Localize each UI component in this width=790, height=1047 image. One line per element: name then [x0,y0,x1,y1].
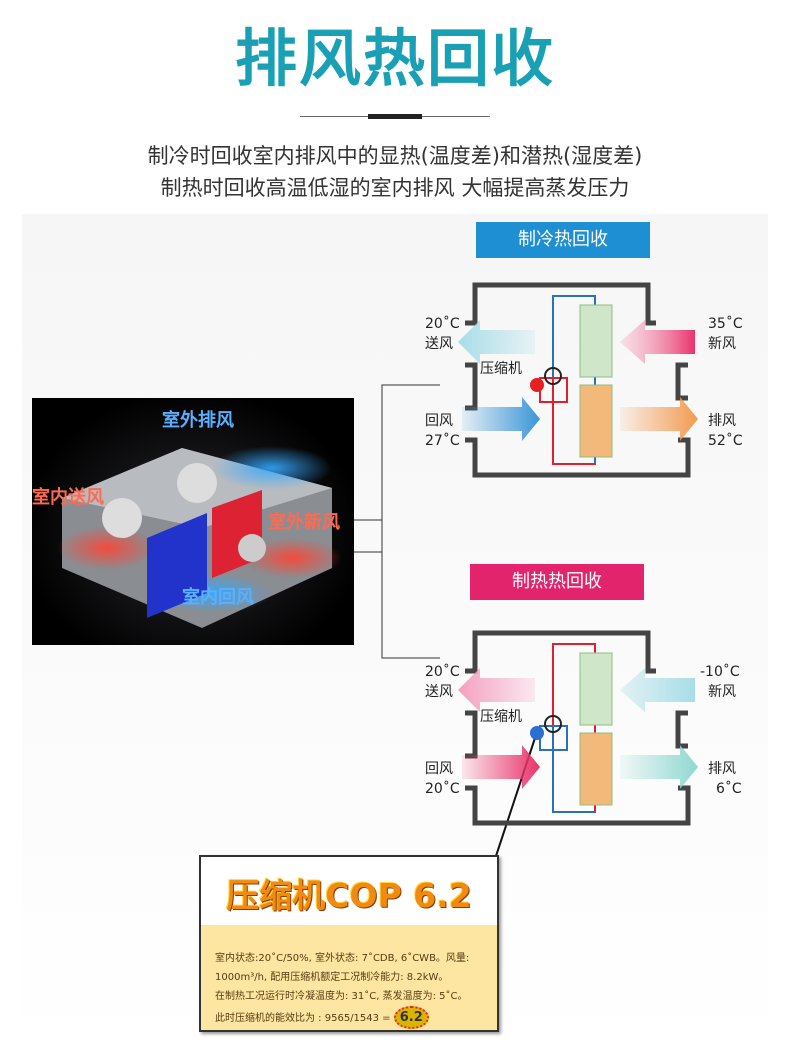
cool-supply-label: 送风 [425,336,453,352]
heat-supply-temp: 20˚C [425,663,460,680]
page-title: 排风热回收 [234,22,555,95]
heating-diagram: 20˚C 送风 -10˚C 新风 压缩机 回风 20˚C 排风 6˚C [425,630,742,826]
cop-line-4-text: 此时压缩机的能效比为 : 9565/1543 = [215,1013,391,1024]
unit-photo: 室外排风 室内送风 室外新风 室内回风 [32,398,354,645]
cop-callout: 压缩机COP 6.2 室内状态:20˚C/50%, 室外状态: 7˚CDB, 6… [199,855,499,1032]
label-outdoor-exhaust: 室外排风 [162,410,234,431]
cool-exhaust-label: 排风 [708,413,736,429]
subtitle-line-1: 制冷时回收室内排风中的显热(温度差)和潜热(湿度差) [147,144,643,168]
label-indoor-return: 室内回风 [182,587,254,608]
heat-supply-label: 送风 [425,684,453,700]
cop-details: 室内状态:20˚C/50%, 室外状态: 7˚CDB, 6˚CWB。风量: 10… [215,949,469,1029]
heat-return-temp: 20˚C [425,780,460,797]
cool-fresh-temp: 35˚C [708,315,743,332]
cool-exhaust-temp: 52˚C [708,432,743,449]
cooling-diagram: 20˚C 送风 35˚C 新风 压缩机 回风 27˚C 排风 52˚C [425,282,743,478]
heating-recovery-tag: 制热热回收 [470,564,644,600]
unit-illustration [57,446,342,628]
heat-exhaust-label: 排风 [708,761,736,777]
cool-fresh-label: 新风 [708,336,736,352]
label-outdoor-fresh: 室外新风 [268,512,340,533]
cop-line-4: 此时压缩机的能效比为 : 9565/1543 = 6.2 [215,1006,469,1029]
cop-line-3: 在制热工况运行时冷凝温度为: 31˚C, 蒸发温度为: 5˚C。 [215,991,468,1002]
heat-fresh-label: 新风 [708,684,736,700]
heat-return-label: 回风 [425,761,453,777]
divider-accent [368,114,422,119]
subtitle-line-2: 制热时回收高温低湿的室内排风 大幅提高蒸发压力 [160,176,630,200]
cop-title: 压缩机COP 6.2 [226,876,472,915]
cop-value-badge: 6.2 [393,1006,429,1029]
cooling-recovery-tag: 制冷热回收 [476,222,650,258]
cop-line-2: 1000m³/h, 配用压缩机额定工况制冷能力: 8.2kW。 [215,972,449,983]
heat-compressor-label: 压缩机 [480,709,522,725]
cool-return-temp: 27˚C [425,432,460,449]
label-indoor-supply: 室内送风 [32,487,104,508]
heat-fresh-temp: -10˚C [700,663,740,680]
heat-exhaust-temp: 6˚C [716,780,742,797]
cool-supply-temp: 20˚C [425,315,460,332]
cop-line-1: 室内状态:20˚C/50%, 室外状态: 7˚CDB, 6˚CWB。风量: [215,953,470,964]
cool-return-label: 回风 [425,413,453,429]
cool-compressor-label: 压缩机 [480,361,522,377]
